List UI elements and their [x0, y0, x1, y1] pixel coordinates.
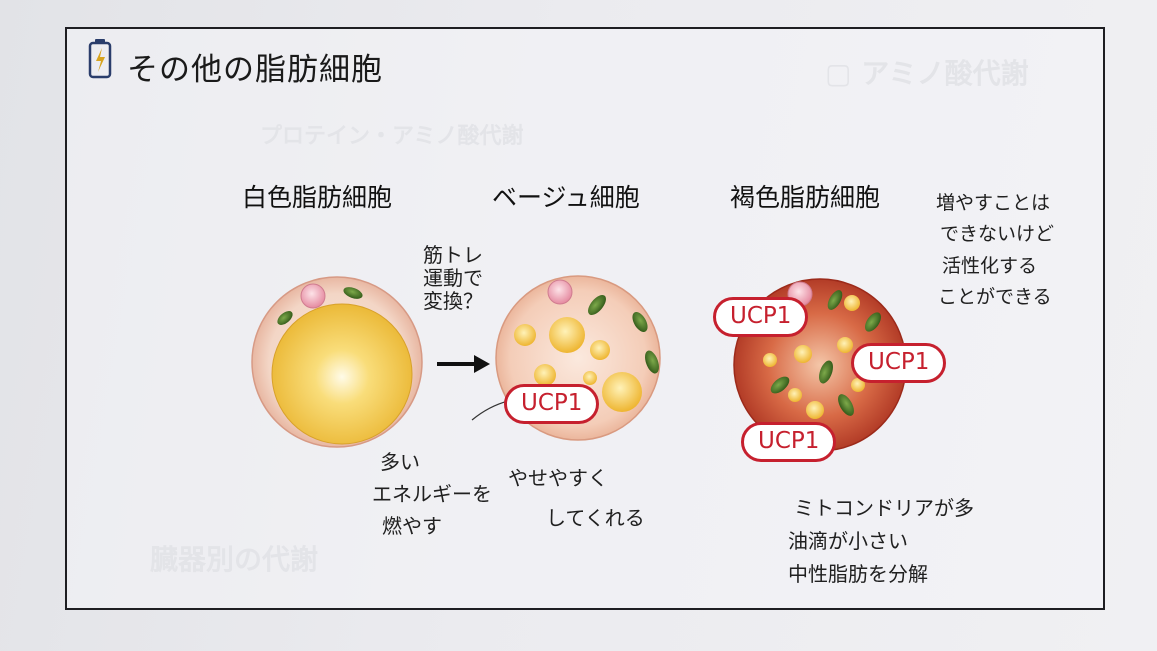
- ucp1-badge-beige: UCP1: [504, 384, 600, 424]
- beige-cell-label: ベージュ細胞: [492, 183, 640, 212]
- ucp1-badge-brown-top: UCP1: [713, 297, 809, 337]
- white-fat-cell: [251, 276, 423, 448]
- brown-cell-note: ミトコンドリアが多 油滴が小さい 中性脂肪を分解: [788, 496, 974, 586]
- beige-cell-note: やせやすく してくれる: [508, 466, 645, 530]
- transform-arrow: [437, 355, 490, 373]
- white-cell-label: 白色脂肪細胞: [242, 183, 393, 212]
- brown-cell-label: 褐色脂肪細胞: [730, 183, 881, 212]
- arrow-note: 筋トレ 運動で 変換？: [423, 243, 483, 313]
- ucp1-badge-brown-bottom: UCP1: [741, 422, 837, 462]
- top-right-note: 増やすことは できないけど 活性化する ことができる: [936, 192, 1055, 309]
- page-title: その他の脂肪細胞: [127, 52, 383, 88]
- ucp1-badge-brown-right: UCP1: [851, 343, 947, 383]
- content-frame: [65, 27, 1105, 610]
- white-cell-note: 多い エネルギーを 燃やす: [372, 450, 492, 538]
